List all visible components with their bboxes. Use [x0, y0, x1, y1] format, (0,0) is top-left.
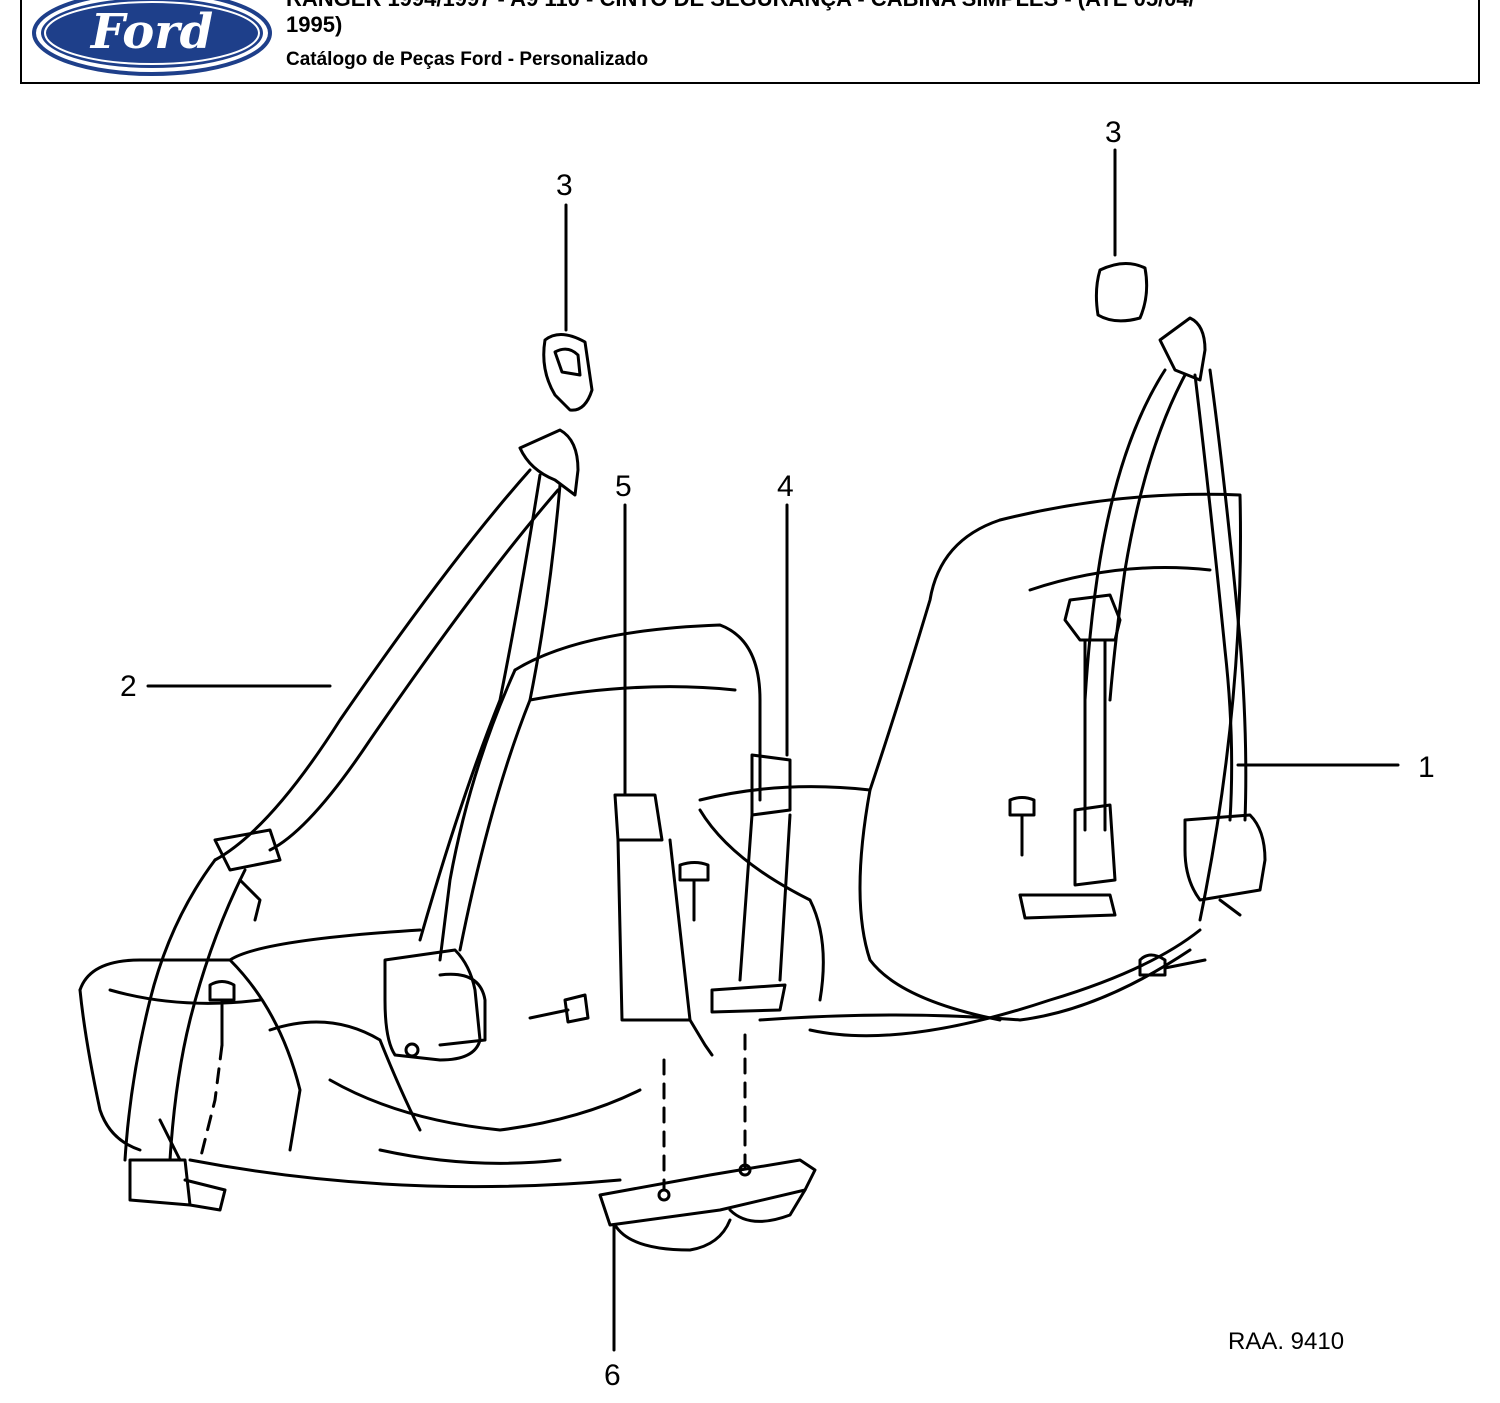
- part-1-right-seat-belt: [1018, 316, 1267, 920]
- left-seat: [78, 623, 762, 1165]
- callout-label-3-left: 3: [556, 169, 573, 202]
- page-title: RANGER 1994/1997 - A9 110 - CINTO DE SEG…: [286, 0, 1195, 12]
- page-title-continuation: 1995): [286, 12, 343, 37]
- mounting-bolts: [208, 796, 1207, 1047]
- callout-label-2: 2: [120, 670, 137, 703]
- part-4-center-buckle: [710, 753, 792, 1014]
- right-seat: [698, 492, 1242, 1022]
- drawing-reference-code: RAA. 9410: [1228, 1328, 1344, 1355]
- alignment-dashes: [198, 1033, 747, 1192]
- part-2-left-seat-belt: [123, 428, 580, 1212]
- catalog-header: Ford RANGER 1994/1997 - A9 110 - CINTO D…: [20, 0, 1480, 84]
- callout-label-4: 4: [777, 470, 794, 503]
- floor-outline: [188, 928, 1202, 1189]
- catalog-subtitle: Catálogo de Peças Ford - Personalizado: [286, 49, 649, 70]
- callout-label-6: 6: [604, 1359, 621, 1392]
- part-5-center-buckle: [613, 793, 714, 1057]
- ford-logo: Ford: [32, 0, 272, 76]
- callout-label-5: 5: [615, 470, 632, 503]
- callout-label-1: 1: [1418, 751, 1435, 784]
- part-3-right-d-ring-cover: [1094, 262, 1149, 323]
- callout-label-3-right: 3: [1105, 116, 1122, 149]
- svg-text:Ford: Ford: [89, 4, 213, 60]
- part-3-left-d-ring-cover: [542, 333, 594, 412]
- part-6-anchor-plate: [598, 1158, 817, 1252]
